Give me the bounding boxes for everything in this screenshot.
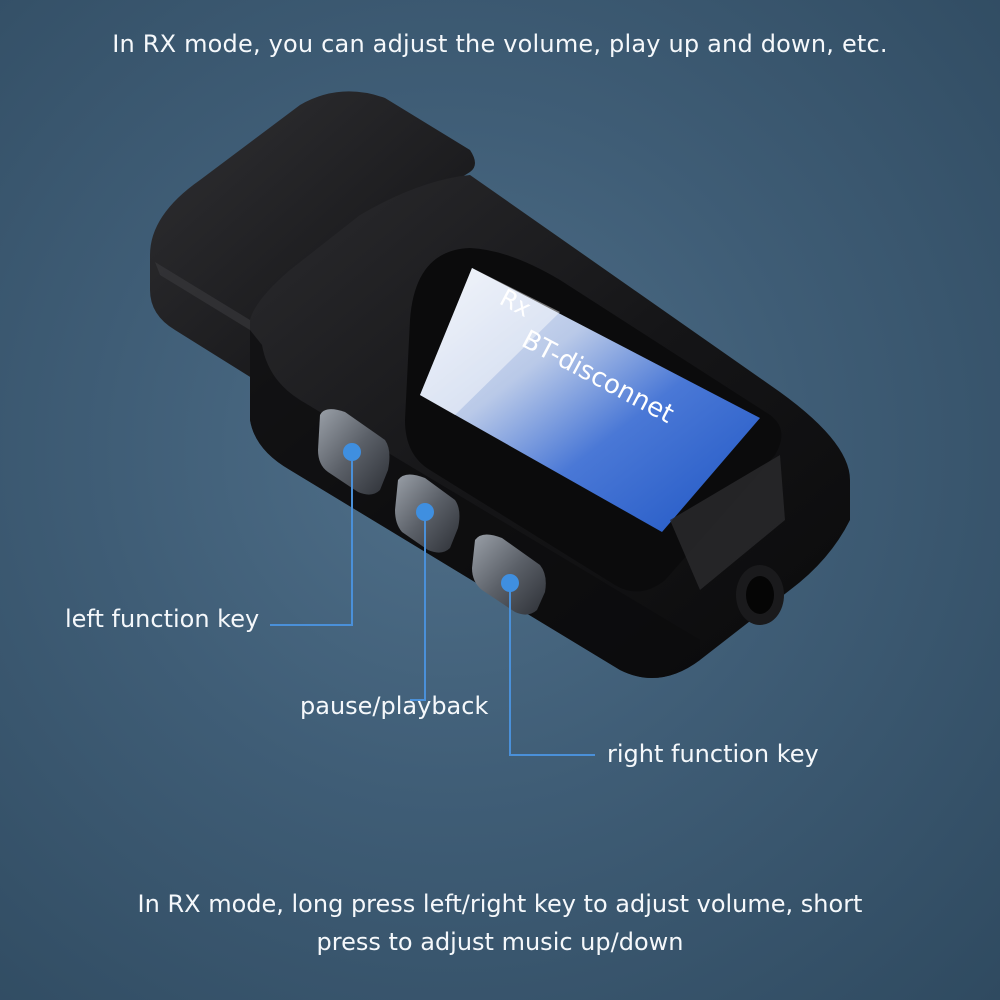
- body-highlight: [670, 455, 785, 590]
- pause-playback-label: pause/playback: [300, 692, 489, 720]
- pause-key-dot: [416, 503, 434, 521]
- top-caption: In RX mode, you can adjust the volume, p…: [112, 30, 888, 58]
- device-cap: [150, 91, 475, 380]
- callout-lines: [270, 452, 595, 756]
- callout-dots: [343, 443, 519, 592]
- left-function-key-label: left function key: [65, 605, 260, 633]
- bottom-caption: In RX mode, long press left/right key to…: [137, 890, 863, 956]
- left-key-dot: [343, 443, 361, 461]
- lcd-screen: Rx BT-disconnet: [420, 268, 760, 532]
- right-key-dot: [501, 574, 519, 592]
- audio-jack: [736, 565, 784, 625]
- right-function-key-label: right function key: [607, 740, 819, 768]
